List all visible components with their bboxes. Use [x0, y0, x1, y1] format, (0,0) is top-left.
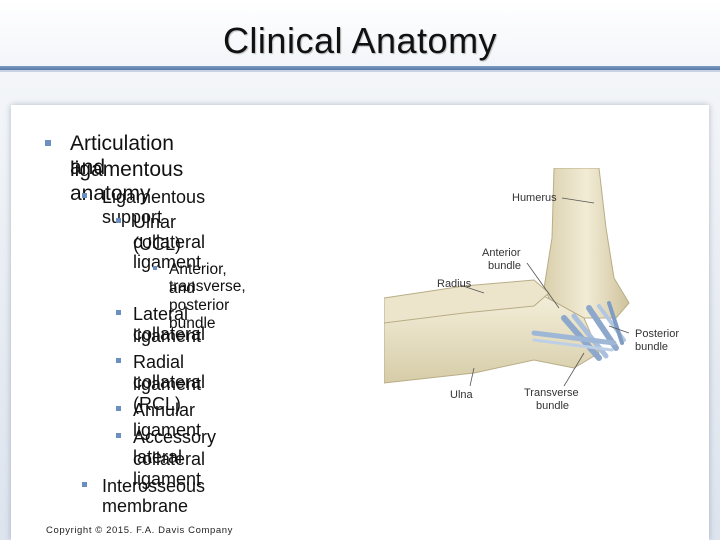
bullet-marker	[116, 406, 121, 411]
label-humerus: Humerus	[512, 192, 557, 204]
bullet-bundles-line2: and posterior bundle	[169, 280, 230, 332]
slide-title: Clinical Anatomy	[222, 20, 498, 61]
bullet-articulation-line1: Articulation and	[70, 132, 174, 179]
bullet-marker	[116, 310, 121, 315]
label-transverse-bundle-1: Transverse	[524, 387, 579, 399]
label-anterior-bundle-1: Anterior	[482, 247, 521, 259]
elbow-illustration: Humerus Anterior bundle Radius Posterior…	[383, 167, 679, 412]
bullet-marker	[116, 433, 121, 438]
label-posterior-bundle-1: Posterior	[635, 328, 679, 340]
bullet-accessory-line1: Accessory lateral	[133, 427, 217, 468]
bullet-rcl-line1: Radial collateral	[133, 352, 206, 393]
bullet-annular: Annular ligament	[133, 400, 202, 441]
copyright-notice: Copyright © 2015. F.A. Davis Company	[46, 525, 234, 536]
bullet-marker	[82, 482, 87, 487]
label-radius: Radius	[437, 278, 472, 290]
bullet-marker	[153, 266, 157, 270]
bullet-ucl-line2: (UCL)	[133, 234, 181, 254]
bullet-marker	[116, 218, 121, 223]
bullet-bundles-line1: Anterior, transverse,	[169, 261, 246, 296]
title-rule	[0, 66, 720, 70]
bullet-ucl-line1: Ulnar collateral ligament	[133, 212, 206, 273]
bullet-articulation-line2: ligamentous anatomy	[70, 158, 184, 205]
humerus-shape	[543, 167, 630, 319]
leader-lines	[459, 197, 630, 387]
title-rule-secondary	[0, 70, 720, 72]
title-bar: Clinical Anatomy	[0, 0, 720, 68]
ligament-bundles	[531, 301, 626, 361]
bullet-accessory-line2: collateral ligament	[133, 449, 206, 490]
label-anterior-bundle-2: bundle	[488, 260, 521, 272]
elbow-ligament-figure: Humerus Anterior bundle Radius Posterior…	[383, 167, 694, 428]
bullet-marker	[116, 358, 121, 363]
bullet-lcl-line1: Lateral collateral	[133, 304, 206, 345]
bullet-marker	[45, 140, 51, 146]
bullet-lcl-line2: ligament	[133, 326, 202, 346]
bullet-rcl-line2: ligament (RCL)	[133, 374, 202, 415]
radius-shape	[383, 279, 550, 324]
label-transverse-bundle-2: bundle	[536, 400, 569, 412]
label-ulna: Ulna	[450, 389, 474, 401]
label-posterior-bundle-2: bundle	[635, 341, 668, 353]
bullet-marker	[82, 193, 87, 198]
bullet-interosseous: Interosseous membrane	[102, 476, 206, 517]
